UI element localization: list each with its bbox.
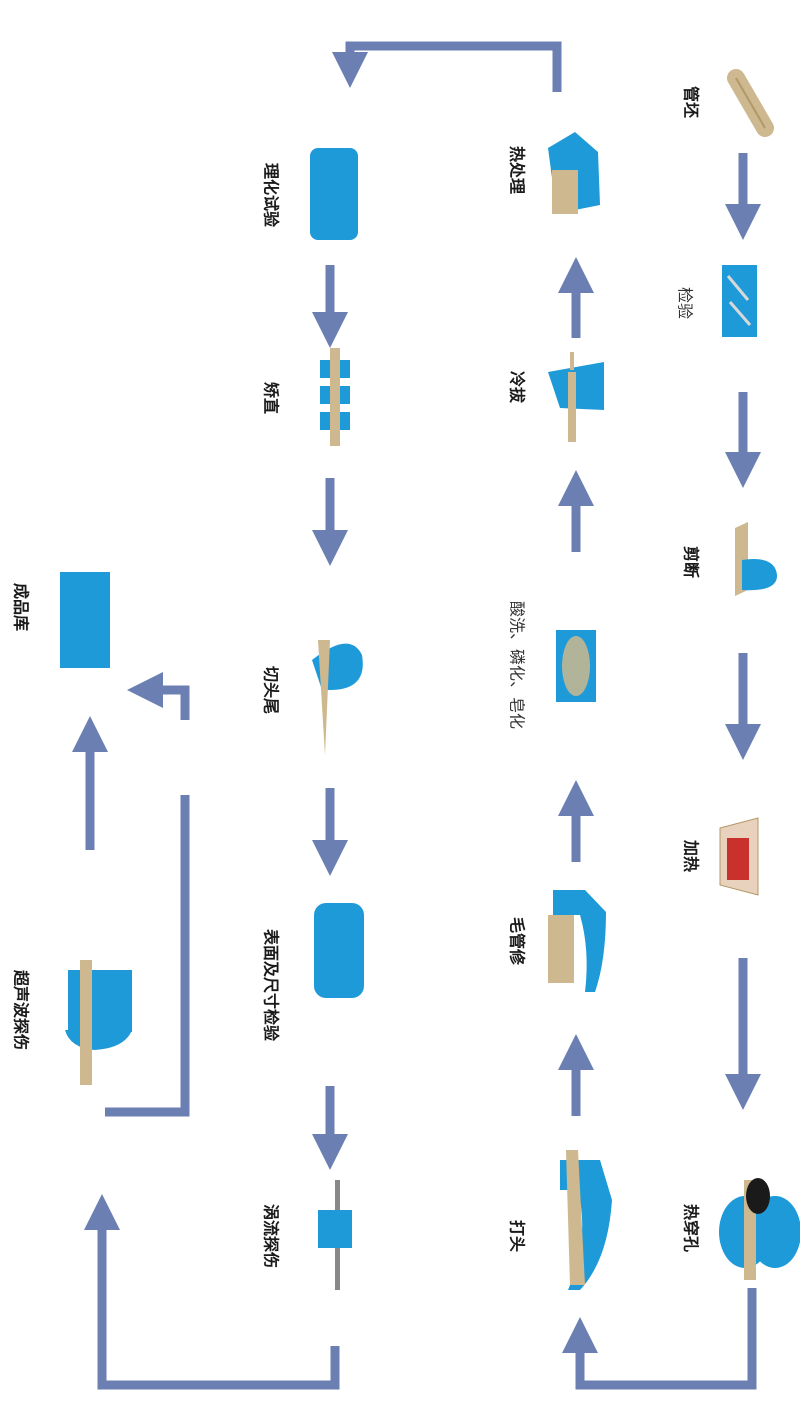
step-label-surface-size-check: 表面及尺寸检验 <box>262 928 281 1042</box>
test-box-icon <box>310 148 358 240</box>
warehouse-icon <box>60 572 110 668</box>
step-label-physchem-test: 理化试验 <box>262 163 281 228</box>
arrow-connector <box>127 672 190 720</box>
flow-arrows <box>72 41 761 1390</box>
step-label-tube-blank: 管坯 <box>682 86 701 118</box>
step-label-heat-treatment: 热处理 <box>508 146 527 194</box>
piercing-rolls-icon <box>719 1178 800 1280</box>
tube-repair-icon <box>548 890 606 992</box>
step-label-inspection: 检验 <box>676 287 695 319</box>
saw-icon <box>312 640 363 755</box>
check-box-icon <box>314 903 364 998</box>
step-label-heating: 加热 <box>682 839 701 872</box>
tube-icon <box>727 69 774 137</box>
step-label-eddy-current: 涡流探伤 <box>262 1204 281 1268</box>
eddy-probe-icon <box>318 1180 352 1290</box>
arrow-connector <box>105 795 190 1117</box>
arrow-connector <box>332 41 562 92</box>
cutting-icon <box>735 522 778 596</box>
step-label-tube-repair: 毛管修 <box>508 917 527 966</box>
arrow-connector <box>562 1288 757 1390</box>
pickling-tank-icon <box>556 630 596 702</box>
step-label-cut-ends: 切头尾 <box>262 666 281 714</box>
heading-icon <box>560 1150 612 1290</box>
step-label-ultrasonic: 超声波探伤 <box>12 969 31 1050</box>
step-label-warehouse: 成品库 <box>12 583 31 631</box>
step-label-cold-drawing: 冷拔 <box>508 371 527 404</box>
ultrasonic-icon <box>65 960 132 1085</box>
heat-treatment-icon <box>548 132 600 214</box>
arrow-connector <box>84 1194 340 1390</box>
step-label-piercing: 热穿孔 <box>682 1204 701 1252</box>
step-label-cutting: 剪断 <box>682 546 701 578</box>
inspection-icon <box>722 265 757 337</box>
furnace-icon <box>719 817 759 896</box>
cold-drawing-icon <box>548 352 604 442</box>
step-label-pickling: 酸洗、磷化、皂化 <box>508 601 527 729</box>
step-label-heading: 打头 <box>508 1220 527 1252</box>
straightener-icon <box>320 348 350 446</box>
step-label-straightening: 矫直 <box>262 382 281 414</box>
